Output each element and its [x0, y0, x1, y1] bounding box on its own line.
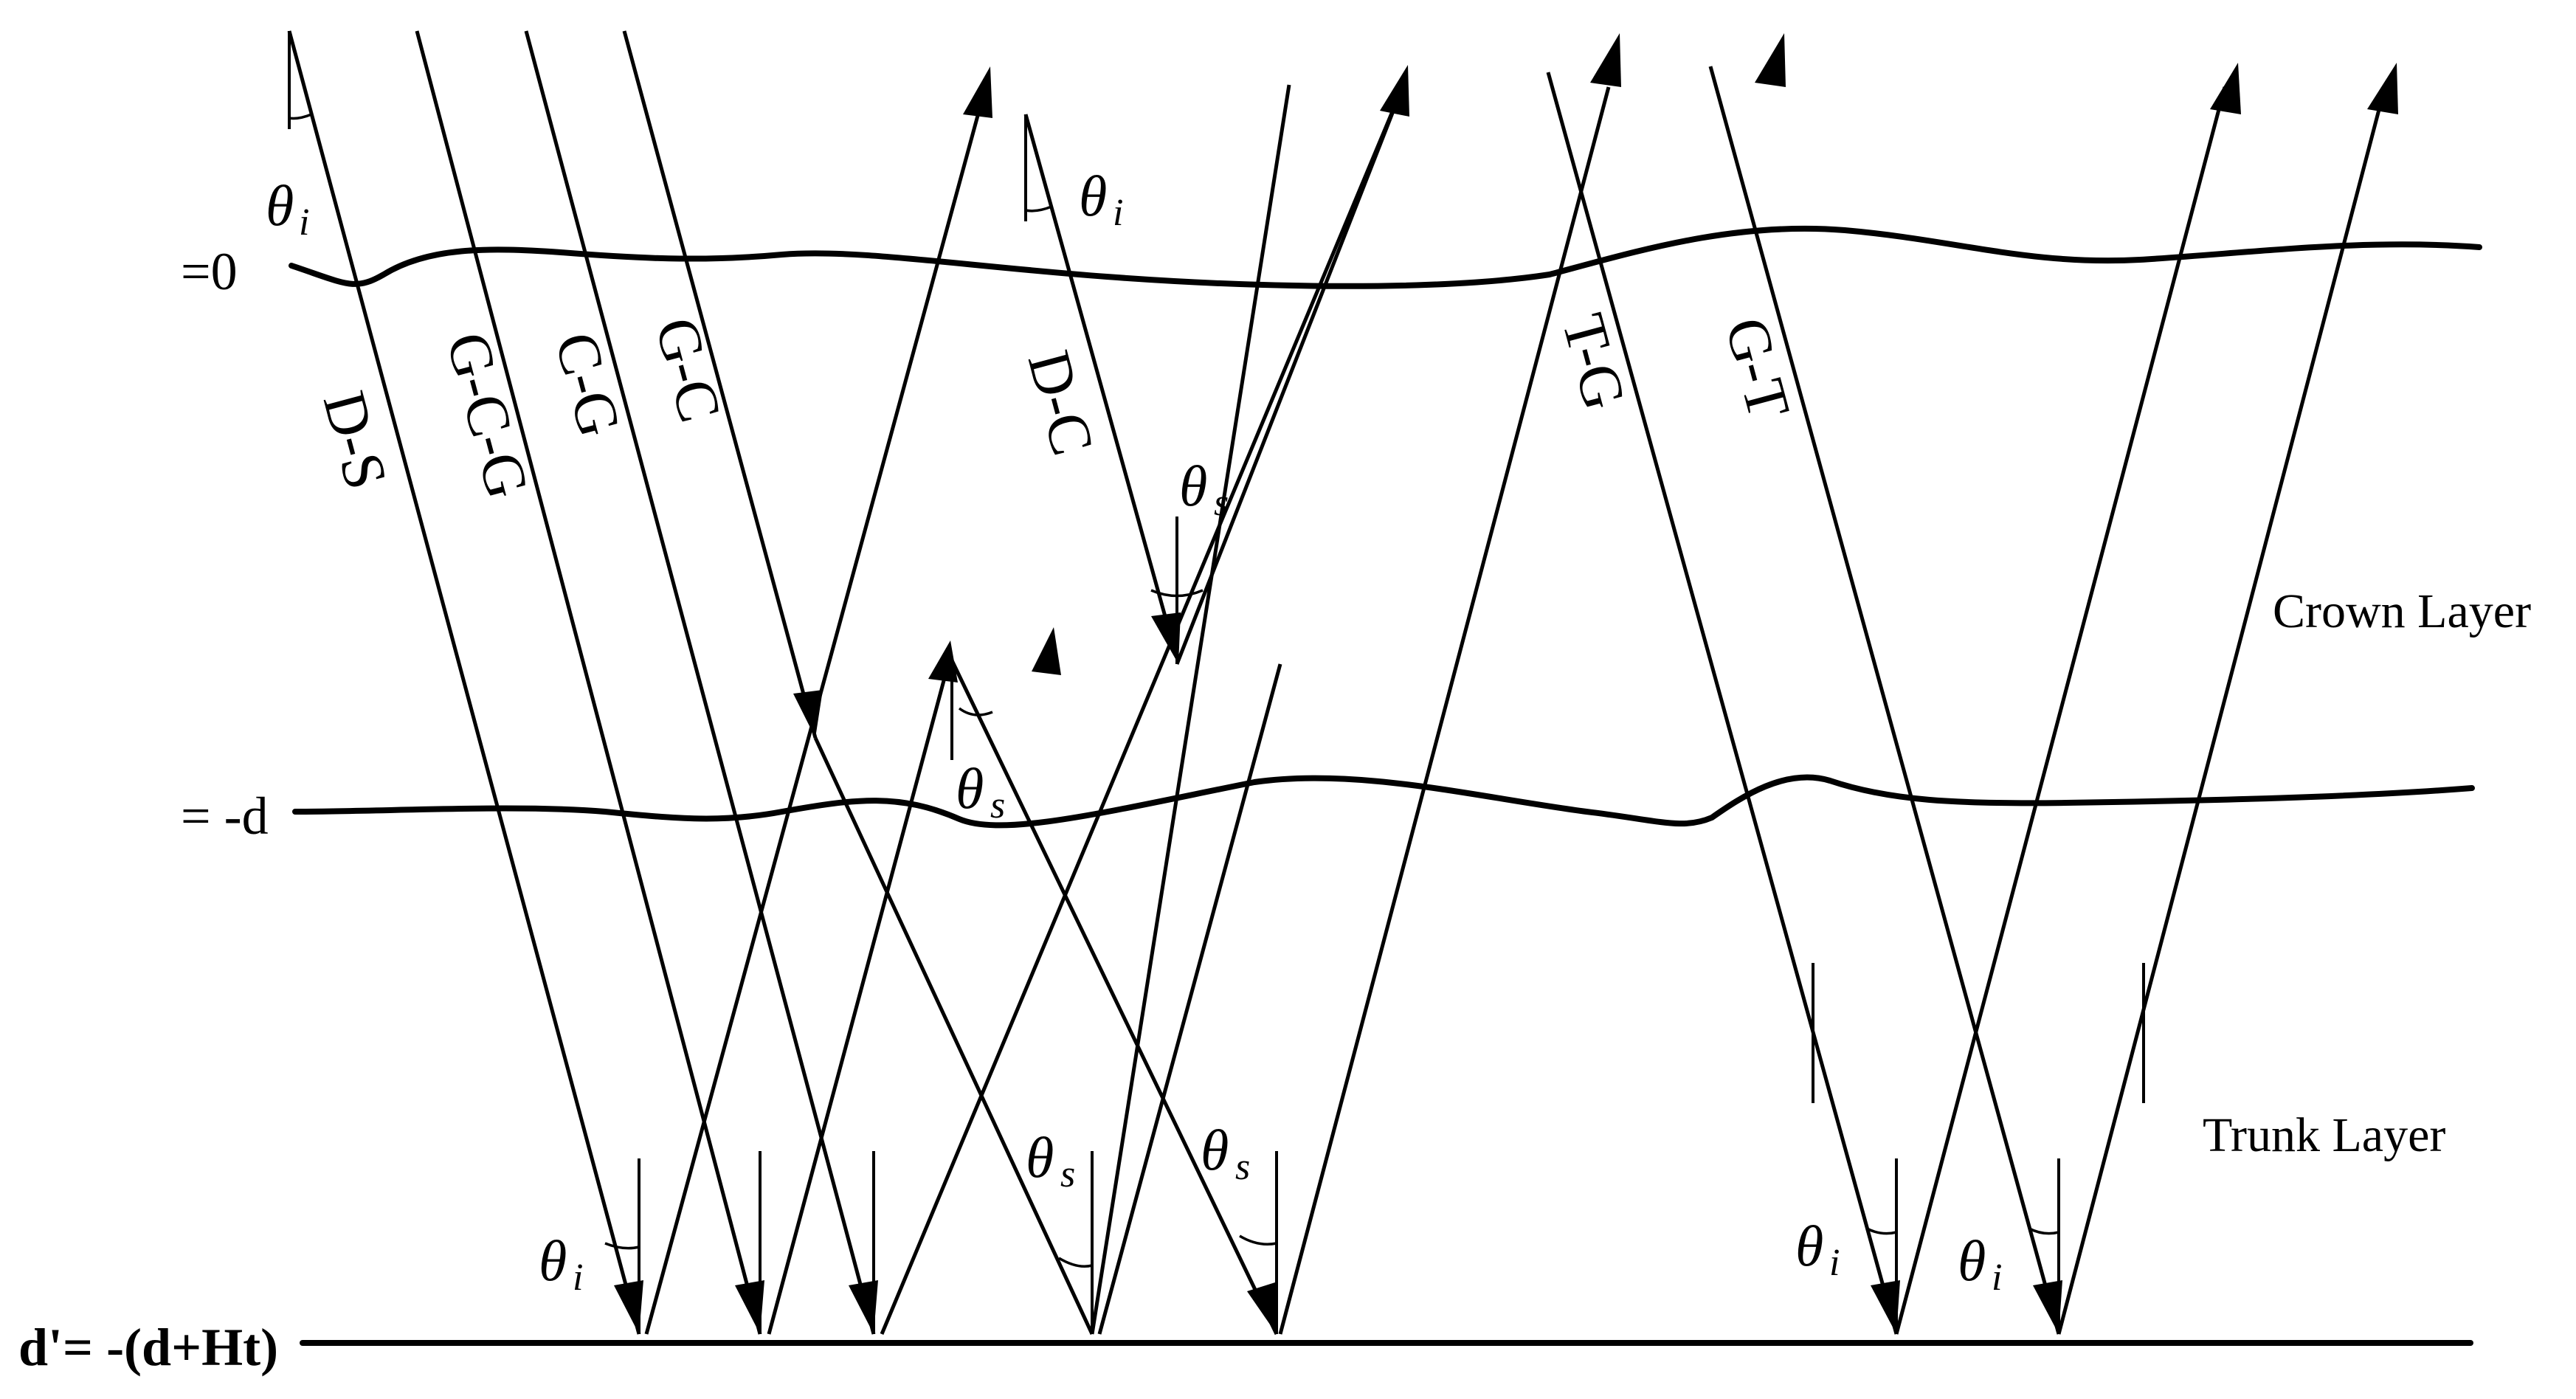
trunk-layer-label: Trunk Layer — [2203, 1108, 2445, 1162]
svg-text:i: i — [299, 201, 309, 243]
svg-text:θ: θ — [1026, 1125, 1054, 1189]
svg-text:i: i — [1113, 192, 1123, 234]
svg-text:s: s — [1235, 1146, 1250, 1188]
ray-g-c-g-down — [415, 30, 762, 1335]
arrowhead-up — [1380, 65, 1409, 117]
ray-c-g-up — [880, 88, 1404, 1335]
canopy-top-boundary — [289, 225, 2482, 289]
svg-text:i: i — [1992, 1257, 2002, 1299]
svg-text:s: s — [990, 784, 1005, 826]
theta-i-label: θ i — [539, 1229, 583, 1299]
arrowhead-down — [793, 690, 823, 738]
incident-arc-top — [289, 113, 312, 120]
angle-markers — [288, 31, 2145, 1334]
svg-text:θ: θ — [1179, 454, 1207, 518]
ray-d-c-incident — [1023, 114, 1175, 646]
ray-g-c-incident — [622, 30, 818, 739]
svg-text:θ: θ — [1958, 1229, 1986, 1293]
arc-ground-6 — [1866, 1227, 1897, 1235]
ray-g-t-second — [1097, 663, 1282, 1335]
ray-t-g-up — [1894, 86, 2227, 1335]
arrowhead-down — [2033, 1280, 2062, 1334]
arrowhead-up — [1755, 33, 1786, 87]
arrowhead-down — [1871, 1280, 1900, 1334]
theta-i-label: θ i — [1079, 164, 1123, 234]
ray-label-g-t: G-T — [1713, 311, 1803, 426]
crown-layer-label: Crown Layer — [2273, 584, 2531, 638]
ray-label-t-g: T-G — [1550, 307, 1639, 416]
level-label-crown-bottom: = -d — [181, 787, 269, 846]
theta-s-label: θ s — [1179, 454, 1229, 524]
arrowhead-up — [1590, 33, 1621, 87]
ray-d-s-incident — [287, 30, 641, 1335]
scatter-arc-crown — [958, 707, 993, 716]
arc-ground-5 — [1239, 1234, 1277, 1246]
arrowhead-up — [2210, 63, 2241, 114]
theta-s-label: θ s — [956, 756, 1005, 826]
ray-g-c-g-down2 — [950, 659, 1279, 1336]
theta-i-label: θ i — [1795, 1214, 1840, 1284]
arc-ground-4 — [1058, 1257, 1093, 1268]
svg-text:s: s — [1060, 1153, 1075, 1195]
svg-text:θ: θ — [1795, 1214, 1823, 1278]
theta-s-label: θ s — [1201, 1118, 1250, 1188]
ray-label-c-g: C-G — [542, 325, 634, 443]
svg-text:i: i — [1829, 1242, 1840, 1284]
svg-text:θ: θ — [539, 1229, 567, 1293]
theta-s-label: θ s — [1026, 1125, 1075, 1195]
level-label-top: =0 — [181, 242, 238, 301]
arrowhead-up — [963, 66, 992, 118]
svg-text:θ: θ — [956, 756, 984, 821]
arrowhead-up — [1032, 627, 1061, 675]
arrowhead-down — [735, 1280, 764, 1334]
svg-text:θ: θ — [1079, 164, 1107, 228]
svg-text:i: i — [573, 1257, 583, 1299]
ray-label-g-c: G-C — [643, 311, 734, 429]
arrowhead-down — [1151, 612, 1181, 664]
ray-g-t-down — [1708, 66, 2061, 1335]
crown-bottom-boundary — [292, 774, 2475, 829]
arrowhead-up — [2367, 63, 2398, 114]
arc-ground-1 — [604, 1242, 640, 1250]
ray-paths — [287, 30, 2387, 1336]
arrow-heads — [614, 33, 2398, 1334]
level-label-ground: d'= -(d+Ht) — [18, 1318, 278, 1377]
ray-label-g-c-g: G-C-G — [434, 325, 542, 505]
incident-arc-d-c — [1025, 205, 1052, 213]
ray-c-g-down — [524, 30, 876, 1335]
ray-g-c-g-up1 — [767, 663, 950, 1335]
ray-g-c-up — [1090, 84, 1291, 1335]
scatter-arc-d-c — [1150, 589, 1204, 598]
svg-text:s: s — [1214, 482, 1229, 524]
arc-ground-7 — [2028, 1227, 2059, 1235]
arrowhead-down — [849, 1280, 878, 1334]
ray-g-c-down2 — [813, 736, 1094, 1336]
theta-i-label: θ i — [266, 173, 309, 243]
ray-d-c-up — [1175, 88, 1404, 665]
ray-g-t-up — [2057, 86, 2387, 1335]
theta-i-label: θ i — [1958, 1229, 2002, 1299]
ray-t-g-down — [1546, 72, 1899, 1335]
ray-t-g-second — [1278, 86, 1611, 1335]
svg-text:θ: θ — [1201, 1118, 1229, 1182]
arrowhead-down — [1247, 1282, 1277, 1334]
arrowhead-down — [614, 1280, 643, 1334]
svg-text:θ: θ — [266, 173, 294, 238]
